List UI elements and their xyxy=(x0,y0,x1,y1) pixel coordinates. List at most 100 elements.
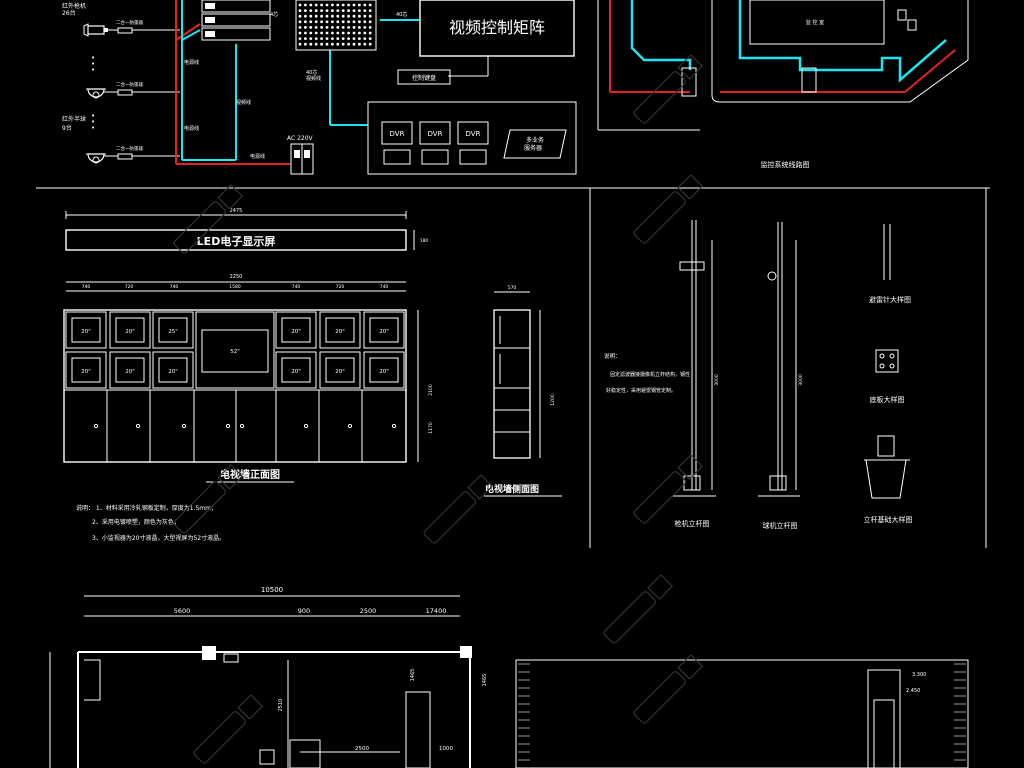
monitor-size: 20" xyxy=(125,369,135,375)
patch-port xyxy=(325,42,329,46)
door-knob xyxy=(93,423,99,429)
svg-text:10500: 10500 xyxy=(261,586,283,594)
patch-port xyxy=(314,20,318,24)
svg-text:3000: 3000 xyxy=(798,374,804,386)
dome-camera-pole: 3000 球机立杆图 xyxy=(758,222,804,530)
svg-text:•: • xyxy=(91,112,95,120)
monitor-screen xyxy=(369,357,399,383)
patch-port xyxy=(341,3,345,7)
watermark xyxy=(633,174,704,244)
patch-port xyxy=(331,9,334,13)
patch-port xyxy=(314,3,318,7)
segment-dim: 740 xyxy=(170,284,179,290)
patch-port xyxy=(314,9,318,13)
patch-port xyxy=(368,14,372,18)
door-knob xyxy=(239,423,245,429)
watermark xyxy=(633,454,704,524)
route-title: 监控系统线路图 xyxy=(761,160,810,169)
patch-port xyxy=(298,20,302,24)
tv-wall-frame xyxy=(63,309,407,463)
patch-port xyxy=(304,26,307,29)
patch-port xyxy=(298,37,302,40)
patch-port xyxy=(368,20,372,24)
door-knob xyxy=(347,423,353,429)
watermark xyxy=(633,54,704,124)
patch-port xyxy=(304,37,307,40)
patch-port xyxy=(320,31,323,35)
matrix-title: 视频控制矩阵 xyxy=(449,18,545,37)
monitor-frame xyxy=(275,311,317,349)
svg-text:说明： 1、材料采用冷轧钢板定制，厚度为1.5mm；: 说明： 1、材料采用冷轧钢板定制，厚度为1.5mm； xyxy=(76,504,217,512)
svg-text:电源线: 电源线 xyxy=(184,125,199,132)
patch-port xyxy=(331,14,334,18)
svg-text:监 控 室: 监 控 室 xyxy=(806,19,824,26)
watermark xyxy=(423,474,494,544)
patch-port xyxy=(298,3,302,7)
svg-text:2250: 2250 xyxy=(230,274,243,280)
svg-text:40芯: 40芯 xyxy=(396,11,407,18)
patch-port xyxy=(368,42,372,46)
patch-port xyxy=(309,9,313,13)
svg-text:9台: 9台 xyxy=(62,124,72,132)
patch-port xyxy=(320,20,323,24)
svg-text:底板大样图: 底板大样图 xyxy=(870,395,905,404)
svg-text:17400: 17400 xyxy=(426,607,447,615)
patch-port xyxy=(363,37,367,40)
patch-port xyxy=(368,31,372,35)
patch-port xyxy=(352,14,356,18)
patch-port xyxy=(336,37,340,40)
svg-text:•: • xyxy=(91,66,95,74)
svg-text:AC 220V: AC 220V xyxy=(287,135,314,142)
svg-text:电源线: 电源线 xyxy=(250,153,265,160)
dvr-monitor xyxy=(383,149,411,165)
monitor-screen xyxy=(158,317,188,343)
door-knob xyxy=(181,423,187,429)
dome-camera-icon xyxy=(86,88,106,99)
svg-text:1200: 1200 xyxy=(550,394,556,406)
patch-port xyxy=(347,31,350,35)
patch-port xyxy=(352,9,356,13)
patch-port xyxy=(309,20,313,24)
patch-port xyxy=(363,26,367,29)
svg-text:4芯: 4芯 xyxy=(270,11,278,18)
patch-port xyxy=(298,14,302,18)
dome-camera-group: • • • 二合一防雷器 红外半球 9台 • • • xyxy=(62,54,180,164)
svg-text:40芯: 40芯 xyxy=(306,69,317,76)
svg-text:2500: 2500 xyxy=(360,607,377,615)
monitor-frame xyxy=(65,311,107,349)
svg-text:红外半球: 红外半球 xyxy=(62,115,86,123)
dvr-monitor xyxy=(459,149,487,165)
patch-port xyxy=(325,20,329,24)
patch-panel xyxy=(295,0,377,51)
gun-camera-group: 红外枪机 26台 二合一防雷器 xyxy=(62,2,180,37)
patch-port xyxy=(320,3,323,7)
patch-port xyxy=(336,42,340,46)
patch-port xyxy=(352,3,356,7)
svg-text:1465: 1465 xyxy=(410,669,416,682)
svg-text:•: • xyxy=(91,60,95,68)
svg-text:控制键盘: 控制键盘 xyxy=(412,74,436,82)
dvr-label: DVR xyxy=(428,130,443,138)
patch-port xyxy=(320,42,323,46)
patch-port xyxy=(298,9,302,13)
door-knob xyxy=(391,423,397,429)
patch-port xyxy=(363,31,367,35)
patch-port xyxy=(336,3,340,7)
patch-port xyxy=(331,20,334,24)
patch-port xyxy=(352,37,356,40)
patch-port xyxy=(347,14,350,18)
patch-port xyxy=(341,31,345,35)
dvr-box xyxy=(419,121,451,145)
monitor-screen xyxy=(325,317,355,343)
patch-port xyxy=(368,26,372,29)
transmitter-icon xyxy=(104,27,180,34)
front-title: 电视墙正面图 xyxy=(220,468,280,481)
patch-port xyxy=(363,3,367,7)
svg-text:好稳定性，采用避雷钢管定制。: 好稳定性，采用避雷钢管定制。 xyxy=(606,387,676,394)
video-lines xyxy=(181,0,420,161)
svg-text:•: • xyxy=(91,124,95,132)
control-keyboard: 控制键盘 xyxy=(397,69,451,85)
svg-text:二合一防雷器: 二合一防雷器 xyxy=(116,81,143,88)
svg-text:2、采用电镀喷塑，颜色为灰色；: 2、采用电镀喷塑，颜色为灰色； xyxy=(92,518,180,526)
